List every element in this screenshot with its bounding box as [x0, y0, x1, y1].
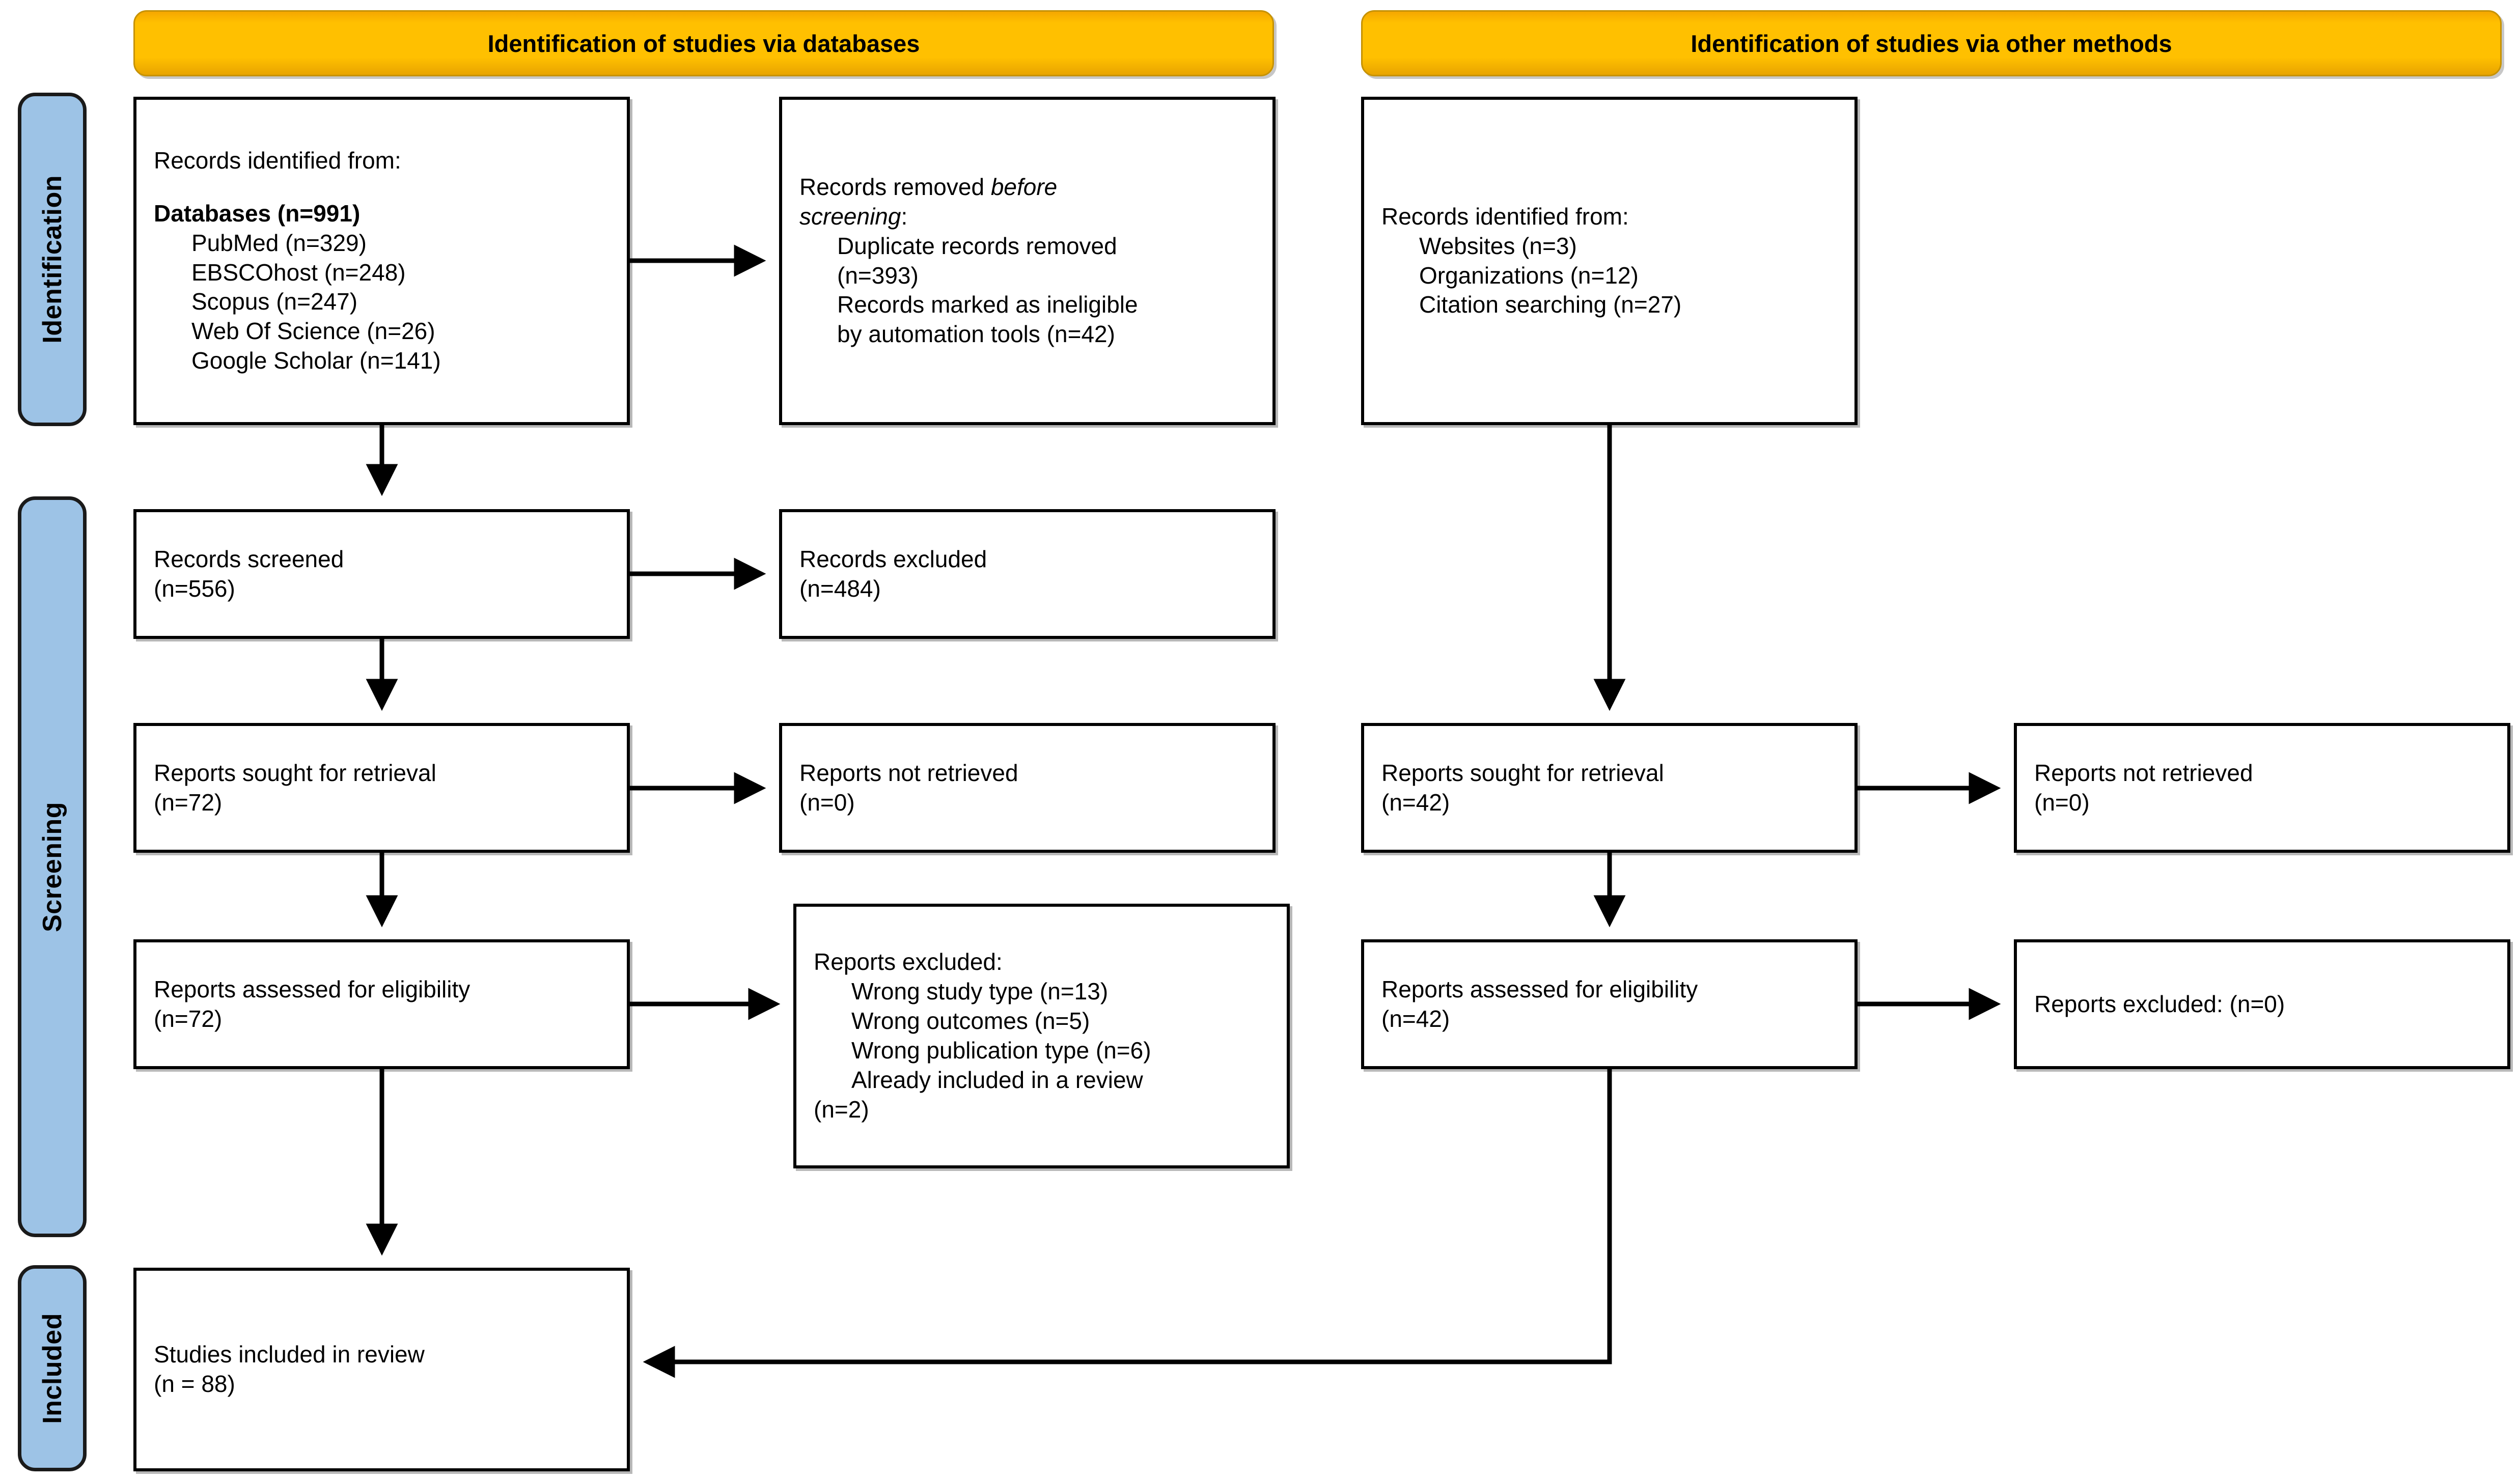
- box-line-not-retrieved-other: Reports not retrieved: [2034, 759, 2253, 786]
- box-line-removed-head-text: Records removed: [799, 173, 991, 200]
- box-line-already-included-n: (n=2): [814, 1096, 869, 1123]
- box-reports-not-retrieved-databases: Reports not retrieved (n=0): [779, 723, 1276, 853]
- box-line-citation-searching: Citation searching (n=27): [1419, 291, 1682, 318]
- box-line-rep-excl-head: Reports excluded:: [814, 948, 1003, 975]
- box-reports-assessed-other-methods: Reports assessed for eligibility (n=42): [1361, 939, 1858, 1069]
- box-line-excluded-n: (n=484): [799, 575, 881, 602]
- stage-bar-identification: Identification: [18, 93, 87, 426]
- box-line-removed-head-emph: before: [990, 173, 1058, 200]
- box-line-wrong-publication-type: Wrong publication type (n=6): [851, 1037, 1151, 1064]
- box-line-screened-n: (n=556): [154, 575, 235, 602]
- box-line-screened: Records screened: [154, 545, 344, 572]
- box-reports-sought-other-methods: Reports sought for retrieval (n=42): [1361, 723, 1858, 853]
- stage-label-included: Included: [37, 1313, 67, 1424]
- box-line-assessed-db: Reports assessed for eligibility: [154, 975, 470, 1002]
- box-line-not-retrieved-db-n: (n=0): [799, 789, 855, 816]
- box-line-scopus: Scopus (n=247): [191, 288, 358, 315]
- box-line-not-retrieved-other-n: (n=0): [2034, 789, 2090, 816]
- box-reports-excluded-other-methods: Reports excluded: (n=0): [2014, 939, 2510, 1069]
- stage-label-identification: Identification: [37, 175, 67, 344]
- box-reports-excluded-databases: Reports excluded: Wrong study type (n=13…: [793, 904, 1290, 1168]
- stage-label-screening: Screening: [37, 801, 67, 932]
- box-line-studies-included: Studies included in review: [154, 1341, 425, 1368]
- box-line-not-retrieved-db: Reports not retrieved: [799, 759, 1018, 786]
- box-line-ineligible: Records marked as ineligible: [837, 291, 1138, 318]
- box-reports-assessed-databases: Reports assessed for eligibility (n=72): [133, 939, 630, 1069]
- banner-label-databases: Identification of studies via databases: [487, 30, 920, 57]
- box-line: Records identified from:: [154, 147, 401, 174]
- box-line-removed-head2-tail: :: [901, 203, 908, 230]
- box-line-assessed-db-n: (n=72): [154, 1005, 223, 1032]
- box-line-studies-included-n: (n = 88): [154, 1371, 235, 1397]
- box-line-pubmed: PubMed (n=329): [191, 229, 367, 256]
- box-line-sought-other: Reports sought for retrieval: [1381, 759, 1664, 786]
- box-line-sought-db: Reports sought for retrieval: [154, 759, 436, 786]
- box-line-ineligible-n: by automation tools (n=42): [837, 321, 1115, 348]
- box-line-websites: Websites (n=3): [1419, 232, 1577, 259]
- box-line-web-of-science: Web Of Science (n=26): [191, 318, 435, 345]
- box-line-excluded: Records excluded: [799, 545, 987, 572]
- banner-identification-databases: Identification of studies via databases: [133, 10, 1274, 76]
- box-line-organizations: Organizations (n=12): [1419, 262, 1639, 289]
- box-records-screened: Records screened (n=556): [133, 509, 630, 639]
- banner-identification-other-methods: Identification of studies via other meth…: [1361, 10, 2502, 76]
- box-line-removed-head2: screening:: [799, 202, 1255, 232]
- box-records-identified-databases: Records identified from: Databases (n=99…: [133, 97, 630, 425]
- box-line-sought-db-n: (n=72): [154, 789, 223, 816]
- banner-label-other-methods: Identification of studies via other meth…: [1691, 30, 2172, 57]
- box-reports-not-retrieved-other-methods: Reports not retrieved (n=0): [2014, 723, 2510, 853]
- box-line-removed-head: Records removed before: [799, 173, 1255, 202]
- box-studies-included-in-review: Studies included in review (n = 88): [133, 1268, 630, 1471]
- stage-bar-included: Included: [18, 1265, 87, 1471]
- box-line-assessed-other: Reports assessed for eligibility: [1381, 975, 1698, 1002]
- box-line-removed-head2-emph: screening: [799, 203, 901, 230]
- box-line-spacer: [154, 176, 610, 199]
- box-line-duplicates-n: (n=393): [837, 262, 919, 289]
- box-line-ebscohost: EBSCOhost (n=248): [191, 259, 406, 286]
- box-line-assessed-other-n: (n=42): [1381, 1005, 1450, 1032]
- box-line-google-scholar: Google Scholar (n=141): [191, 347, 441, 374]
- stage-bar-screening: Screening: [18, 496, 87, 1237]
- box-line-rep-excl-other: Reports excluded: (n=0): [2034, 990, 2285, 1017]
- box-records-excluded: Records excluded (n=484): [779, 509, 1276, 639]
- box-line-duplicates: Duplicate records removed: [837, 232, 1117, 259]
- box-records-removed-before-screening: Records removed before screening: Duplic…: [779, 97, 1276, 425]
- box-line-databases-total: Databases (n=991): [154, 200, 361, 227]
- box-line-already-included: Already included in a review: [851, 1066, 1143, 1093]
- box-line-sought-other-n: (n=42): [1381, 789, 1450, 816]
- box-reports-sought-databases: Reports sought for retrieval (n=72): [133, 723, 630, 853]
- box-line-wrong-outcomes: Wrong outcomes (n=5): [851, 1008, 1090, 1035]
- box-records-identified-other-methods: Records identified from: Websites (n=3) …: [1361, 97, 1858, 425]
- box-line-wrong-study-type: Wrong study type (n=13): [851, 978, 1109, 1005]
- box-line-other-head: Records identified from:: [1381, 203, 1629, 230]
